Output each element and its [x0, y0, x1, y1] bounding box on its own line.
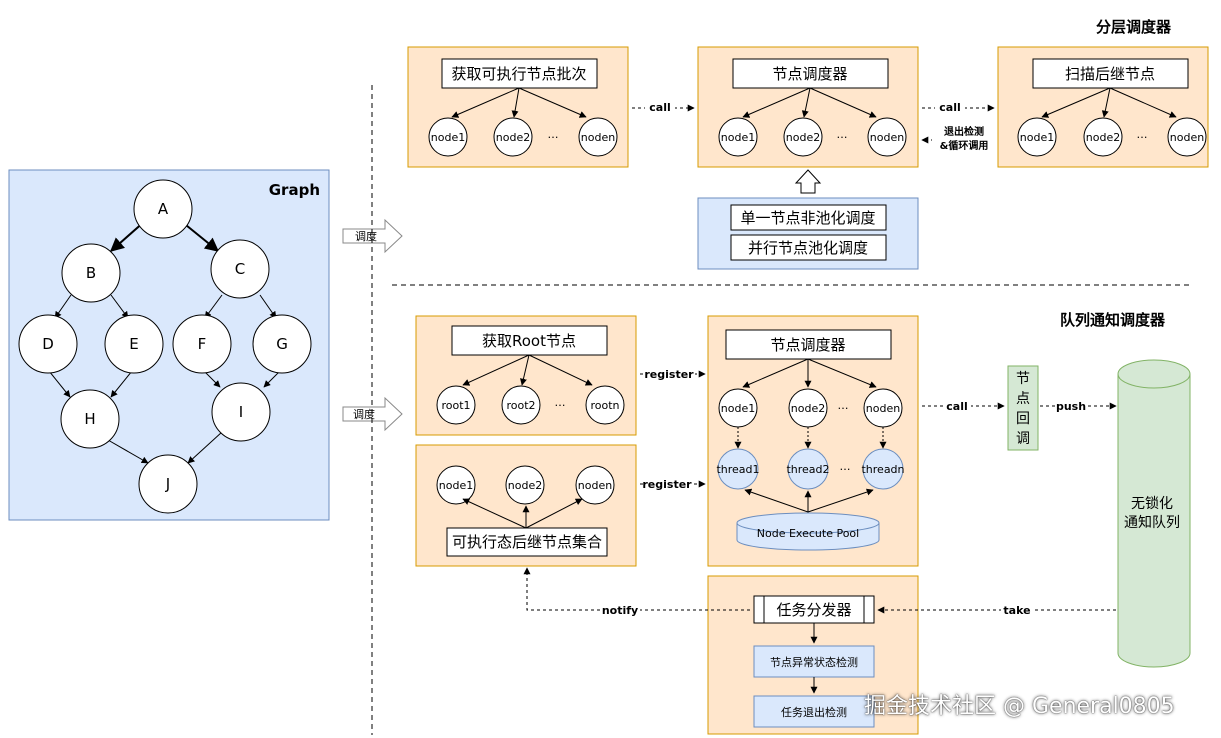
node-scheduler-title: 节点调度器	[770, 336, 845, 354]
svg-text:通知队列: 通知队列	[1124, 514, 1180, 531]
call-label: call	[939, 101, 960, 114]
ellipsis: …	[838, 399, 849, 412]
task-dispatcher-title: 任务分发器	[776, 601, 851, 619]
node-label: noden	[870, 131, 904, 144]
push-label: push	[1056, 400, 1086, 413]
up-arrow-icon	[794, 169, 822, 194]
graph-node-c	[210, 239, 270, 299]
root-label: rootn	[590, 399, 619, 412]
successor-set-box: 可执行态后继节点集合 node1 node2 noden	[415, 444, 637, 567]
thread-label: threadn	[861, 463, 904, 476]
svg-text:无锁化: 无锁化	[1131, 496, 1173, 512]
node-label: node1	[439, 479, 473, 492]
node-label: node2	[1086, 131, 1120, 144]
node-label: noden	[1170, 131, 1204, 144]
thread-label: thread2	[786, 463, 829, 476]
graph-nodes	[18, 179, 312, 514]
graph-node-f	[172, 314, 232, 374]
graph-node-d	[18, 314, 78, 374]
scan-successor-box: 扫描后继节点 node1 node2 … noden	[997, 46, 1209, 168]
graph-node-e	[104, 314, 164, 374]
svg-text:节: 节	[1016, 371, 1030, 387]
graph-label: Graph	[269, 181, 320, 199]
graph-node-b-label: B	[86, 264, 96, 282]
graph-node-a	[133, 179, 193, 239]
anomaly-check-step: 节点异常状态检测	[770, 655, 858, 669]
graph-node-a-label: A	[158, 200, 169, 218]
graph-node-g-label: G	[276, 335, 288, 353]
ellipsis: …	[837, 128, 848, 141]
root-label: root2	[506, 399, 535, 412]
lock-free-queue: 无锁化 通知队列	[1117, 359, 1191, 668]
non-pool-option: 单一节点非池化调度	[740, 209, 875, 227]
node-label: node2	[496, 131, 530, 144]
node-label: node1	[431, 131, 465, 144]
fetch-batch-title: 获取可执行节点批次	[451, 65, 586, 83]
node-label: noden	[866, 402, 900, 415]
fetch-root-box: 获取Root节点 root1 root2 … rootn	[415, 315, 637, 436]
graph-node-i	[211, 382, 271, 442]
svg-text:调度: 调度	[353, 407, 375, 421]
scan-successor-title: 扫描后继节点	[1065, 65, 1155, 83]
queue-scheduler-title: 队列通知调度器	[1060, 311, 1166, 329]
graph-node-i-label: I	[239, 403, 243, 421]
node-label: noden	[578, 479, 612, 492]
node-label: node1	[721, 402, 755, 415]
graph-node-d-label: D	[42, 335, 54, 353]
fetch-batch-box: 获取可执行节点批次 node1 node2 … noden	[407, 46, 629, 168]
ellipsis: …	[555, 396, 566, 409]
node-scheduler-title: 节点调度器	[772, 65, 847, 83]
ellipsis: …	[840, 460, 851, 473]
graph-node-j	[138, 454, 198, 514]
graph-node-c-label: C	[235, 260, 245, 278]
graph-node-f-label: F	[198, 335, 207, 353]
call-label: call	[649, 101, 670, 114]
task-dispatcher-box: 任务分发器 节点异常状态检测 任务退出检测	[707, 575, 919, 735]
graph-node-j-label: J	[165, 475, 170, 493]
register-label: register	[644, 368, 694, 381]
thread-label: thread1	[716, 463, 759, 476]
exit-check-label: 退出检测	[944, 125, 984, 138]
node-label: node2	[791, 402, 825, 415]
pool-option: 并行节点池化调度	[748, 239, 868, 257]
ellipsis: …	[1137, 128, 1148, 141]
notify-label: notify	[602, 604, 638, 617]
graph-node-h	[60, 389, 120, 449]
graph-node-e-label: E	[129, 335, 138, 353]
svg-text:点: 点	[1016, 391, 1030, 407]
register-label: register	[642, 478, 692, 491]
fetch-root-title: 获取Root节点	[482, 332, 576, 350]
successor-set-title: 可执行态后继节点集合	[452, 533, 602, 551]
take-label: take	[1003, 604, 1030, 617]
node-label: node1	[1020, 131, 1054, 144]
layered-scheduler-title: 分层调度器	[1096, 18, 1172, 36]
graph-node-h-label: H	[84, 410, 95, 428]
root-label: root1	[441, 399, 470, 412]
node-label: node2	[786, 131, 820, 144]
node-scheduler-box-bottom: 节点调度器 Node Execute Pool node1 node2	[707, 315, 919, 567]
graph-node-g	[252, 314, 312, 374]
node-execute-pool: Node Execute Pool	[757, 527, 859, 540]
node-callback-box: 节 点 回 调	[1007, 365, 1039, 451]
svg-text:调: 调	[1016, 431, 1030, 447]
svg-text:调度: 调度	[355, 229, 377, 243]
pool-options-box: 单一节点非池化调度 并行节点池化调度	[697, 197, 919, 270]
loop-call-label: &循环调用	[940, 139, 989, 152]
call-label: call	[946, 400, 967, 413]
svg-text:回: 回	[1016, 411, 1030, 427]
node-label: noden	[581, 131, 615, 144]
node-scheduler-box-top: 节点调度器 node1 node2 … noden	[697, 46, 919, 168]
ellipsis: …	[548, 128, 559, 141]
graph-panel: Graph A	[8, 169, 330, 521]
node-label: node1	[721, 131, 755, 144]
task-exit-check-step: 任务退出检测	[781, 705, 847, 719]
node-label: node2	[508, 479, 542, 492]
graph-node-b	[61, 243, 121, 303]
watermark: 掘金技术社区 @ General0805	[864, 694, 1175, 719]
